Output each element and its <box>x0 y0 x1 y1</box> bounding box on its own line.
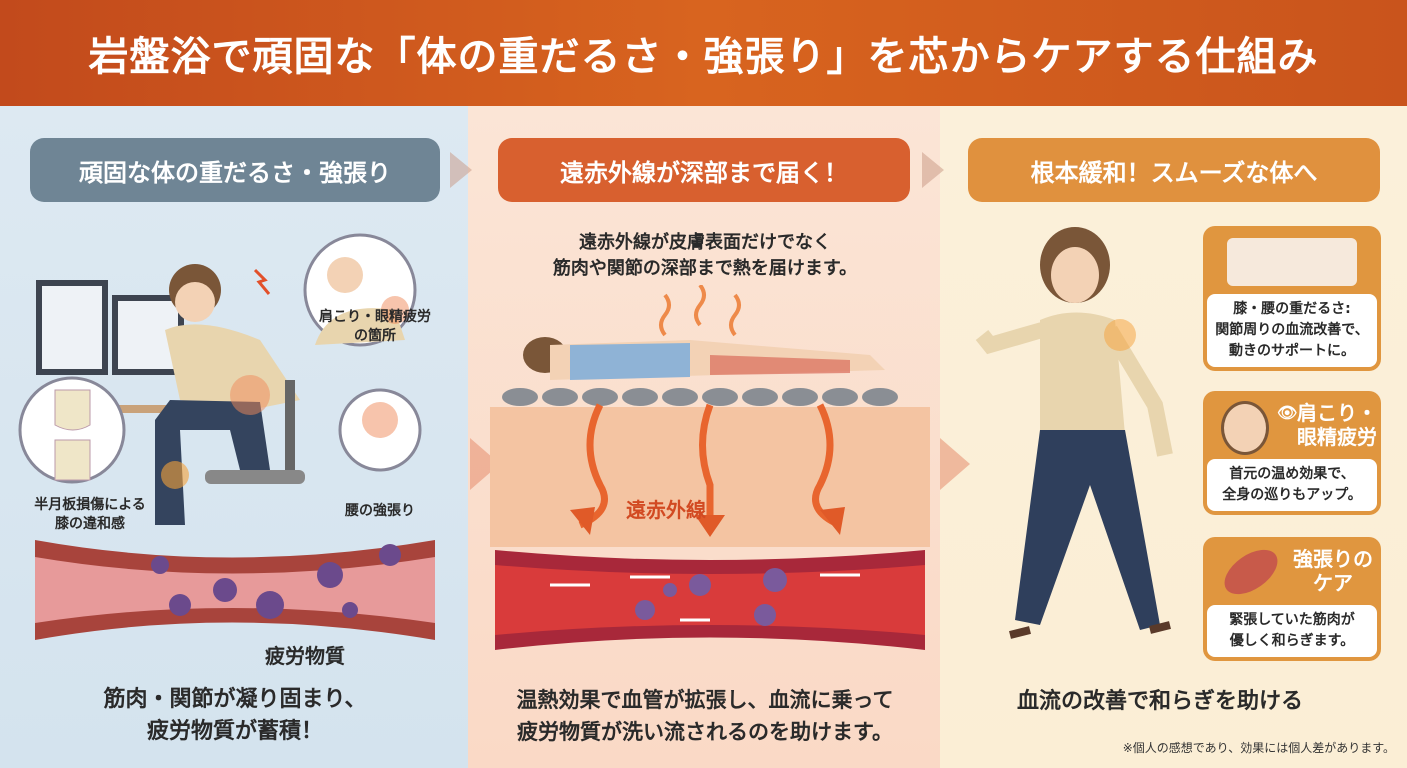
step2-caption: 温熱効果で血管が拡張し、血流に乗って <box>516 688 894 712</box>
walking-woman-illustration <box>975 227 1173 639</box>
card-body-line: 動きのサポートに。 <box>1229 343 1355 359</box>
footnote: ※個人の感想であり、効果には個人差があります。 <box>1122 741 1395 755</box>
benefit-card-knee-waist: 膝・腰の重だるさ: 関節周りの血流改善で、動きのサポートに。 <box>1203 226 1381 371</box>
label-shoulder: 肩こり・眼精疲労 <box>319 309 431 325</box>
benefit-card-shoulder-eye: 👁肩こり・眼精疲労 首元の温め効果で、全身の巡りもアップ。 <box>1203 391 1381 515</box>
label-far-infrared: 遠赤外線 <box>626 498 706 522</box>
card-title: 眼精疲労 <box>1297 425 1377 449</box>
step3-header: 根本緩和！スムーズな体へ <box>968 138 1380 202</box>
knee-spine-icon <box>1227 238 1357 286</box>
card-body-line: 優しく和らぎます。 <box>1229 633 1355 649</box>
benefit-card-stiffness: 強張りのケア 緊張していた筋肉が優しく和らぎます。 <box>1203 537 1381 661</box>
card-body-line: 緊張していた筋肉が <box>1229 612 1355 628</box>
card-body-line: 膝・腰の重だるさ: <box>1233 301 1351 317</box>
office-worker-illustration <box>18 233 422 525</box>
step1-header: 頑固な体の重だるさ・強張り <box>30 138 440 202</box>
eye-icon: 👁 <box>1277 403 1298 422</box>
step1-caption-2: 疲労物質が蓄積！ <box>146 719 323 744</box>
face-icon <box>1221 401 1269 455</box>
step2-intro-2: 筋肉や関節の深部まで熱を届けます。 <box>552 258 858 279</box>
bedrock-bath-illustration <box>490 285 930 650</box>
label-knee-2: 膝の違和感 <box>55 516 125 532</box>
step1-caption: 筋肉・関節が凝り固まり、 <box>103 687 367 712</box>
chevron-right-icon <box>922 152 944 188</box>
card-title: 強張りの <box>1293 547 1373 571</box>
label-waist: 腰の強張り <box>345 503 415 519</box>
label-fatigue-substance: 疲労物質 <box>265 644 345 668</box>
card-body-line: 全身の巡りもアップ。 <box>1222 487 1362 503</box>
muscle-icon <box>1216 540 1286 604</box>
arrow-right-icon <box>940 438 970 490</box>
chevron-right-icon <box>450 152 472 188</box>
step2-intro: 遠赤外線が皮膚表面だけでなく <box>579 232 831 253</box>
label-knee: 半月板損傷による <box>34 497 146 513</box>
card-body-line: 首元の温め効果で、 <box>1229 466 1355 482</box>
page-title: 岩盤浴で頑固な「体の重だるさ・強張り」を芯からケアする仕組み <box>0 0 1407 106</box>
step2-header: 遠赤外線が深部まで届く！ <box>498 138 910 202</box>
step2-caption-2: 疲労物質が洗い流されるのを助けます。 <box>517 720 893 744</box>
step3-caption: 血流の改善で和らぎを助ける <box>1016 689 1303 714</box>
blood-vessel-narrow-illustration <box>35 540 435 640</box>
label-shoulder-2: の箇所 <box>354 328 396 344</box>
card-title: ケア <box>1313 571 1353 595</box>
card-title: 肩こり・ <box>1297 401 1377 425</box>
card-body-line: 関節周りの血流改善で、 <box>1215 322 1369 338</box>
